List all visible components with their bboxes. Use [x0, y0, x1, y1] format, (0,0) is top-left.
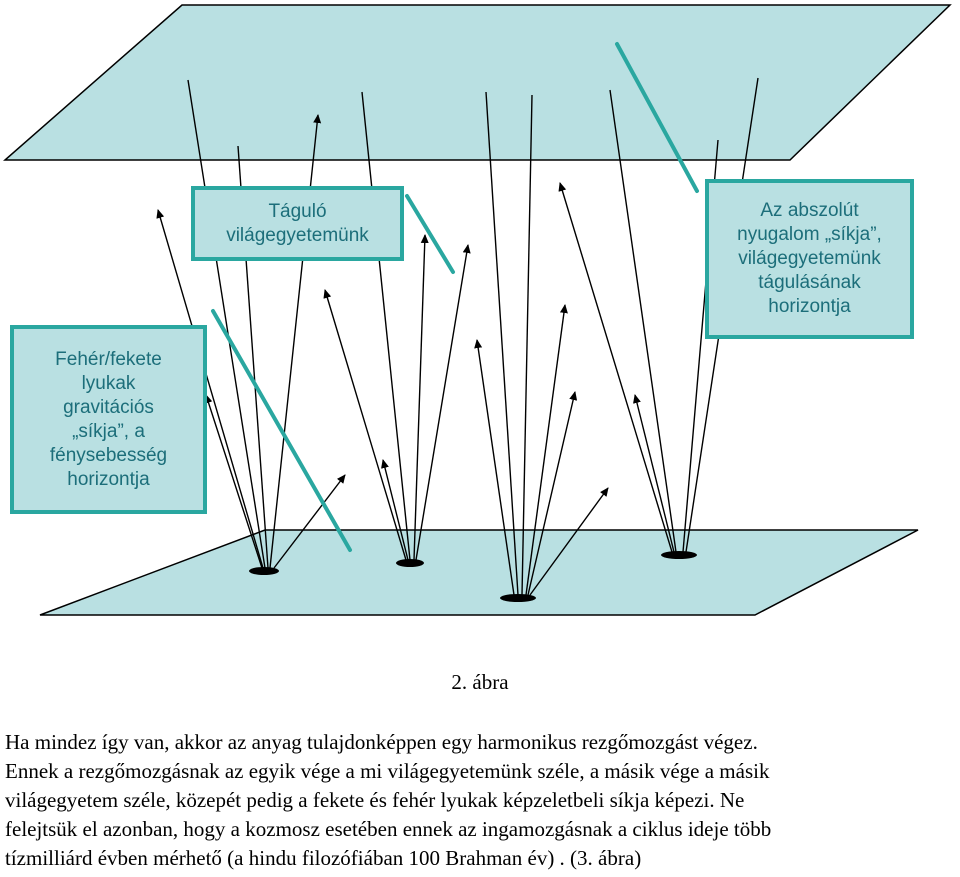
paragraph-line: Ennek a rezgőmozgásnak az egyik vége a m…	[5, 759, 770, 783]
paragraph-line: tízmilliárd évben mérhető (a hindu filoz…	[5, 846, 642, 870]
body-paragraph: Ha mindez így van, akkor az anyag tulajd…	[5, 728, 960, 873]
expanding-universe-label: Táguló világegyetemünk	[226, 200, 369, 246]
rest-plane-label-box: Az abszolút nyugalom „síkja”, világegyet…	[705, 179, 914, 339]
bottom-plane	[39, 529, 919, 616]
cosmology-diagram	[3, 4, 952, 616]
holes-plane-label-box: Fehér/fekete lyukak gravitációs „síkja”,…	[10, 325, 207, 514]
expanding-universe-label-box: Táguló világegyetemünk	[191, 186, 404, 261]
hole-4	[661, 551, 697, 559]
paragraph-line: Ha mindez így van, akkor az anyag tulajd…	[5, 730, 758, 754]
pointer-lines	[211, 42, 699, 552]
pointer-holes-plane	[211, 309, 352, 552]
pointer-rest-plane	[615, 42, 699, 193]
holes	[249, 551, 697, 602]
paragraph-line: világegyetem széle, közepét pedig a feke…	[5, 788, 745, 812]
hole-2	[396, 559, 424, 567]
hole-1	[249, 567, 279, 575]
paragraph-line: felejtsük el azonban, hogy a kozmosz ese…	[5, 817, 772, 841]
holes-plane-label: Fehér/fekete lyukak gravitációs „síkja”,…	[49, 348, 168, 490]
top-plane	[3, 4, 952, 161]
figure-caption: 2. ábra	[451, 670, 509, 694]
expansion-arrows	[156, 114, 675, 596]
hole-3	[500, 594, 536, 602]
rest-plane-label: Az abszolút nyugalom „síkja”, világegyet…	[737, 200, 882, 317]
pointer-expanding	[405, 194, 455, 274]
